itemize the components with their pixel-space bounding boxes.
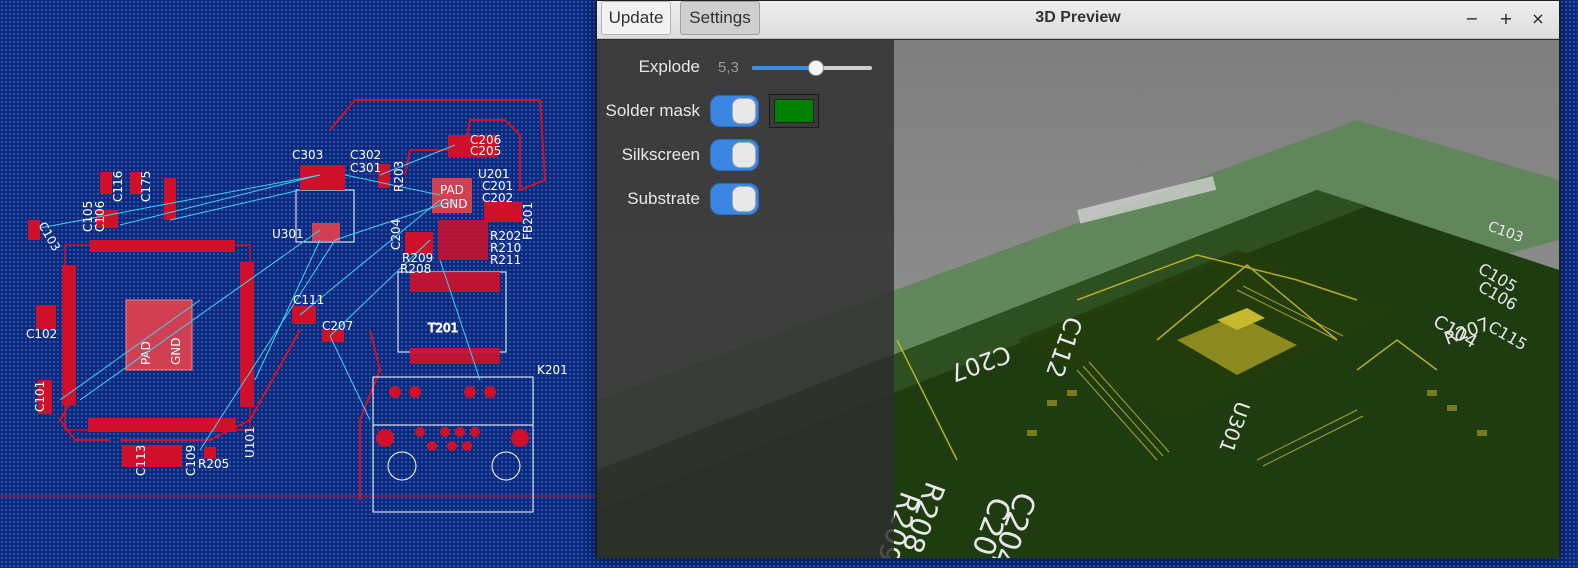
label-r210: R210: [490, 241, 521, 255]
label-c116: C116: [111, 171, 125, 202]
update-button[interactable]: Update: [601, 1, 671, 35]
substrate-toggle[interactable]: [710, 183, 759, 215]
label-c101: C101: [33, 381, 47, 412]
explode-label: Explode: [638, 57, 700, 76]
label-k201: K201: [537, 363, 568, 377]
label-c109: C109: [184, 445, 198, 476]
solder-mask-color-button[interactable]: [769, 94, 819, 128]
substrate-label: Substrate: [627, 189, 700, 208]
label-fb201: FB201: [521, 202, 535, 240]
3d-preview-window: Update Settings 3D Preview − + ×: [596, 0, 1560, 558]
label-c105: C105: [81, 201, 95, 232]
solder-mask-toggle[interactable]: [710, 95, 759, 127]
label-c201: C201: [482, 179, 513, 193]
label-c202: C202: [482, 191, 513, 205]
svg-text:GND: GND: [440, 197, 468, 211]
label-c206: C206: [470, 133, 501, 147]
silkscreen-label: Silkscreen: [621, 145, 700, 164]
label-c207: C207: [322, 319, 353, 333]
settings-panel: Explode 5,3 Solder mask Silkscreen Subst…: [597, 40, 894, 558]
maximize-icon[interactable]: +: [1499, 8, 1513, 28]
label-c303: C303: [292, 148, 323, 162]
label-r211: R211: [490, 253, 521, 267]
explode-slider[interactable]: [752, 60, 872, 76]
minimize-icon[interactable]: −: [1465, 8, 1479, 28]
explode-value: 5,3: [718, 58, 739, 76]
label-r208: R208: [400, 262, 431, 276]
label-c106: C106: [93, 201, 107, 232]
label-u201: U201: [478, 167, 510, 181]
label-c175: C175: [139, 171, 153, 202]
label-u101: U101: [243, 426, 257, 458]
label-r202: R202: [490, 229, 521, 243]
label-c113: C113: [134, 445, 148, 476]
explode-slider-fill: [752, 66, 816, 70]
close-icon[interactable]: ×: [1531, 8, 1545, 28]
solder-mask-label: Solder mask: [605, 101, 700, 120]
settings-button[interactable]: Settings: [680, 1, 760, 35]
label-r205: R205: [198, 457, 229, 471]
svg-text:PAD: PAD: [440, 183, 464, 197]
substrate-row: Substrate: [597, 181, 894, 217]
label-c302: C302: [350, 148, 381, 162]
label-r203: R203: [392, 161, 406, 192]
color-swatch: [774, 99, 814, 123]
toggle-knob: [732, 186, 756, 212]
label-c301: C301: [350, 161, 381, 175]
t201-label: T201: [427, 321, 458, 335]
label-c111: C111: [293, 293, 324, 307]
label-r209: R209: [402, 251, 433, 265]
pcb-layout: PAD GND PAD GND T201: [0, 99, 600, 513]
silkscreen-row: Silkscreen: [597, 137, 894, 173]
toggle-knob: [732, 142, 756, 168]
silkscreen-toggle[interactable]: [710, 139, 759, 171]
explode-slider-thumb[interactable]: [807, 60, 824, 76]
label-u301: U301: [272, 227, 304, 241]
toggle-knob: [732, 98, 756, 124]
label-c205: C205: [470, 144, 501, 158]
solder-mask-row: Solder mask: [597, 93, 894, 129]
explode-row: Explode 5,3: [597, 49, 894, 85]
gnd-label: GND: [169, 337, 183, 365]
title-bar[interactable]: Update Settings 3D Preview − + ×: [597, 1, 1559, 39]
label-c204: C204: [389, 219, 403, 250]
label-c102: C102: [26, 327, 57, 341]
